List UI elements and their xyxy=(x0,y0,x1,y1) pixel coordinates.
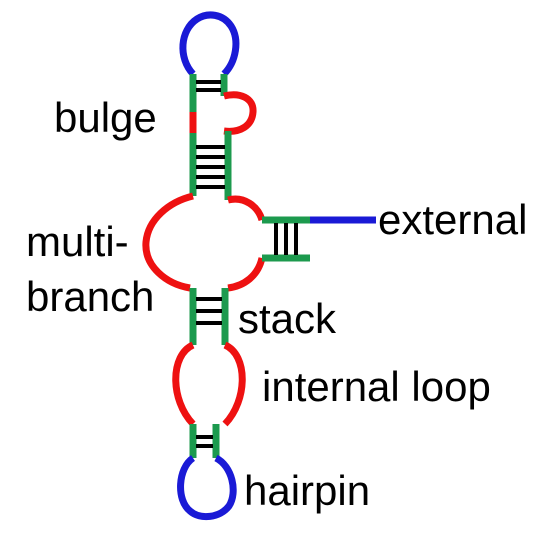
multibranch-loop-lower-right xyxy=(227,257,266,292)
label-branch: branch xyxy=(26,273,154,320)
label-hairpin: hairpin xyxy=(244,467,370,514)
internal-loop-left xyxy=(172,341,196,427)
label-internal-loop: internal loop xyxy=(262,363,491,410)
top-hairpin-loop xyxy=(179,11,240,77)
label-external: external xyxy=(378,196,527,243)
label-stack: stack xyxy=(238,295,337,342)
stack-stem xyxy=(189,288,229,345)
bottom-stem xyxy=(189,424,220,458)
internal-loop-right xyxy=(222,341,246,427)
label-multi: multi- xyxy=(26,218,129,265)
bulge-loop xyxy=(223,91,257,135)
middle-stem xyxy=(189,131,232,200)
multibranch-loop-left xyxy=(142,192,194,292)
top-stem xyxy=(189,74,228,112)
label-bulge: bulge xyxy=(54,94,157,141)
multibranch-loop-upper-right xyxy=(227,195,266,222)
side-branch-stem xyxy=(262,216,310,262)
bottom-hairpin-loop xyxy=(177,454,237,521)
